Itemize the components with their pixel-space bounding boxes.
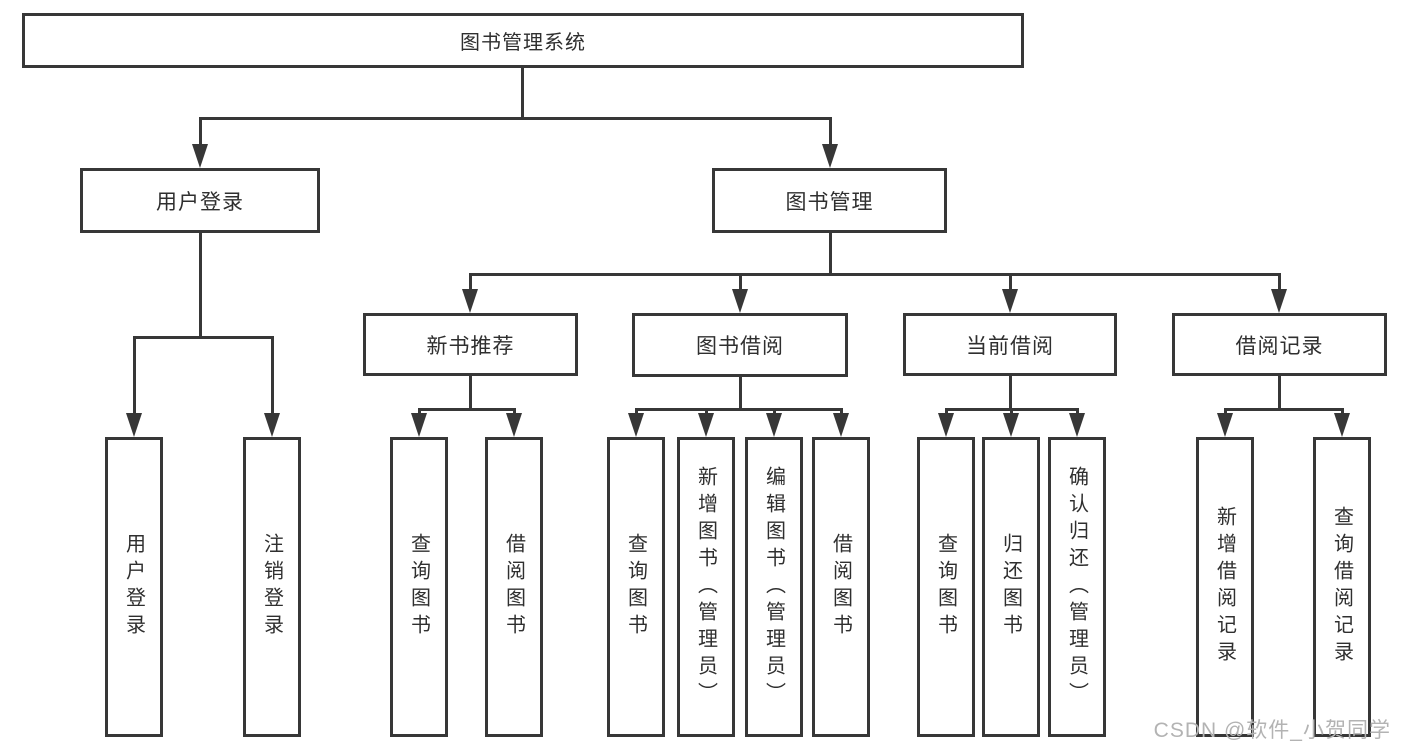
- arrowhead-return-books: [1003, 413, 1019, 437]
- leaf-confirm-return-admin: 确认归还（管理员）: [1048, 437, 1106, 737]
- connector-drop-l9: [945, 408, 948, 416]
- connector-drop-l7: [773, 408, 776, 416]
- connector-drop-user-login: [199, 117, 202, 146]
- connector-bookborrow-rail: [635, 408, 843, 411]
- node-new-book-recommend: 新书推荐: [363, 313, 578, 376]
- connector-drop-l4: [513, 408, 516, 416]
- leaf-add-borrow-record: 新增借阅记录: [1196, 437, 1254, 737]
- connector-bookborrow-stem: [739, 377, 742, 408]
- connector-drop-l3: [418, 408, 421, 416]
- arrowhead-query-books-recommend: [411, 413, 427, 437]
- connector-drop-l11: [1076, 408, 1079, 416]
- arrowhead-newbook: [462, 289, 478, 313]
- connector-root-rail: [199, 117, 831, 120]
- connector-drop-l12: [1224, 408, 1227, 416]
- node-user-login: 用户登录: [80, 168, 320, 233]
- connector-newbook-rail: [418, 408, 516, 411]
- connector-userlogin-stem: [199, 233, 202, 336]
- arrowhead-user-login: [192, 144, 208, 168]
- leaf-query-books-recommend: 查询图书: [390, 437, 448, 737]
- connector-drop-leaf-logout: [271, 336, 274, 415]
- leaf-query-books-current: 查询图书: [917, 437, 975, 737]
- connector-drop-l6: [705, 408, 708, 416]
- connector-drop-book-mgmt: [829, 117, 832, 146]
- connector-userlogin-rail: [133, 336, 274, 339]
- arrowhead-query-books-borrowing: [628, 413, 644, 437]
- connector-drop-newbook: [469, 273, 472, 291]
- connector-newbook-stem: [469, 376, 472, 408]
- node-library-system: 图书管理系统: [22, 13, 1024, 68]
- arrowhead-confirm-return-admin: [1069, 413, 1085, 437]
- connector-bookmgmt-rail: [469, 273, 1281, 276]
- leaf-logout: 注销登录: [243, 437, 301, 737]
- connector-drop-l13: [1341, 408, 1344, 416]
- connector-drop-leaf-login: [133, 336, 136, 415]
- leaf-edit-books-admin: 编辑图书（管理员）: [745, 437, 803, 737]
- connector-root-stem: [521, 68, 524, 117]
- csdn-watermark: CSDN @软件_小贺同学: [1153, 719, 1391, 742]
- arrowhead-records: [1271, 289, 1287, 313]
- connector-drop-l10: [1010, 408, 1013, 416]
- arrowhead-add-borrow-record: [1217, 413, 1233, 437]
- connector-drop-currentborrow: [1009, 273, 1012, 291]
- connector-records-rail: [1224, 408, 1344, 411]
- leaf-borrow-books-borrowing: 借阅图书: [812, 437, 870, 737]
- arrowhead-add-books-admin: [698, 413, 714, 437]
- leaf-return-books: 归还图书: [982, 437, 1040, 737]
- leaf-query-books-borrowing: 查询图书: [607, 437, 665, 737]
- node-borrow-records: 借阅记录: [1172, 313, 1387, 376]
- arrowhead-borrow-books-borrowing: [833, 413, 849, 437]
- node-current-borrowing: 当前借阅: [903, 313, 1117, 376]
- arrowhead-book-mgmt: [822, 144, 838, 168]
- connector-drop-l5: [635, 408, 638, 416]
- arrowhead-query-borrow-record: [1334, 413, 1350, 437]
- arrowhead-edit-books-admin: [766, 413, 782, 437]
- node-book-borrowing: 图书借阅: [632, 313, 848, 377]
- connector-records-stem: [1278, 376, 1281, 408]
- leaf-add-books-admin: 新增图书（管理员）: [677, 437, 735, 737]
- connector-drop-bookborrow: [739, 273, 742, 291]
- arrowhead-currentborrow: [1002, 289, 1018, 313]
- arrowhead-bookborrow: [732, 289, 748, 313]
- connector-currentborrow-stem: [1009, 376, 1012, 408]
- arrowhead-query-books-current: [938, 413, 954, 437]
- leaf-user-login: 用户登录: [105, 437, 163, 737]
- connector-bookmgmt-stem: [829, 233, 832, 273]
- connector-drop-l8: [840, 408, 843, 416]
- arrowhead-leaf-login: [126, 413, 142, 437]
- leaf-query-borrow-record: 查询借阅记录: [1313, 437, 1371, 737]
- connector-drop-records: [1278, 273, 1281, 291]
- arrowhead-borrow-books-recommend: [506, 413, 522, 437]
- leaf-borrow-books-recommend: 借阅图书: [485, 437, 543, 737]
- arrowhead-leaf-logout: [264, 413, 280, 437]
- node-book-management: 图书管理: [712, 168, 947, 233]
